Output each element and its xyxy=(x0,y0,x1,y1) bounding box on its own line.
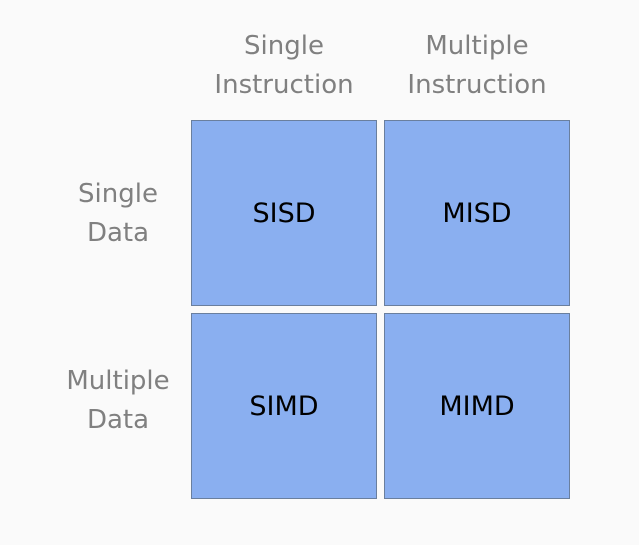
cell-mimd: MIMD xyxy=(384,313,570,499)
column-header-line: Single xyxy=(244,31,324,61)
row-header-line: Single xyxy=(78,179,158,209)
cell-label: SISD xyxy=(252,197,316,229)
row-header-single-data: Single Data xyxy=(40,175,196,253)
cell-label: MISD xyxy=(442,197,512,229)
cell-simd: SIMD xyxy=(191,313,377,499)
row-header-multiple-data: Multiple Data xyxy=(40,362,196,440)
row-header-line: Data xyxy=(86,405,150,435)
cell-label: SIMD xyxy=(249,390,319,422)
cell-sisd: SISD xyxy=(191,120,377,306)
column-header-line: Instruction xyxy=(407,70,547,100)
row-header-line: Multiple xyxy=(66,366,170,396)
row-header-line: Data xyxy=(86,218,150,248)
cell-label: MIMD xyxy=(439,390,515,422)
column-header-multiple-instruction: Multiple Instruction xyxy=(384,27,570,105)
column-header-line: Multiple xyxy=(425,31,529,61)
column-header-single-instruction: Single Instruction xyxy=(191,27,377,105)
column-header-line: Instruction xyxy=(214,70,354,100)
cell-misd: MISD xyxy=(384,120,570,306)
